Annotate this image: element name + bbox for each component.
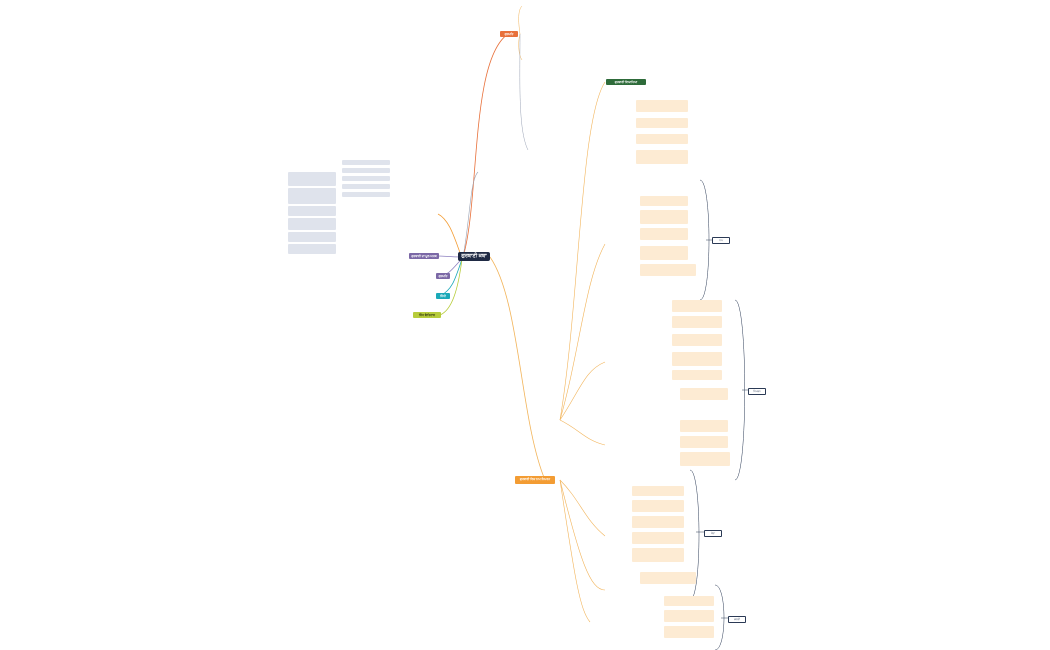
leaf-block (288, 188, 336, 204)
leaf-block (632, 486, 684, 496)
leaf-block (640, 210, 688, 224)
link-root-right (489, 256, 546, 481)
link-root-upper (462, 171, 479, 258)
leaf-block (640, 246, 688, 260)
leaf-block (672, 370, 722, 380)
leaf-block (640, 228, 688, 240)
leaf-block (342, 176, 390, 181)
leaf-block (342, 192, 390, 197)
leaf-block (672, 316, 722, 328)
leaf-block (640, 572, 696, 584)
leaf-block (288, 232, 336, 242)
summary-box-seva[interactable]: ਸੇਵਾ (704, 530, 722, 537)
leaf-block (664, 626, 714, 638)
summary-box-naam[interactable]: ਨਾਮ (712, 237, 730, 244)
branch-sikhi[interactable]: ਸਿੱਖੀ (436, 293, 450, 299)
leaf-block (288, 244, 336, 254)
summary-box-bhagti[interactable]: ਭਗਤੀ (728, 616, 746, 623)
leaf-block (632, 548, 684, 562)
leaf-block (288, 172, 336, 186)
leaf-block (632, 532, 684, 544)
leaf-block (664, 596, 714, 606)
leaf-block (640, 264, 696, 276)
branch-gurbani-arth[interactable]: ਗੁਰਬਾਣੀ ਦਾ ਮੂਲ ਅਰਥ (409, 253, 439, 259)
summary-box-simran[interactable]: ਸਿਮਰਨ (748, 388, 766, 395)
leaf-block (672, 334, 722, 346)
branch-vyakhia[interactable]: ਗੁਰਬਾਣੀ ਵਿਆਖਿਆ (606, 79, 646, 85)
leaf-block (636, 134, 688, 144)
leaf-block (680, 388, 728, 400)
leaf-block (636, 118, 688, 128)
leaf-block (342, 160, 390, 165)
leaf-block (680, 452, 730, 466)
leaf-block (672, 300, 722, 312)
link-root-lime (439, 258, 463, 316)
leaf-block (636, 100, 688, 112)
branch-naam-simran[interactable]: ਗੁਰਬਾਣੀ ਵਿਚ ਨਾਮ ਸਿਮਰਨ (515, 476, 555, 484)
root-node[interactable]: ਗੁਰਬਾਣੀ ਕਥਾ (458, 252, 490, 261)
leaf-block (664, 610, 714, 622)
leaf-block (680, 436, 728, 448)
leaf-block (640, 196, 688, 206)
leaf-block (680, 420, 728, 432)
branch-gurmat[interactable]: ਗੁਰਮਤਿ (500, 31, 518, 37)
leaf-block (288, 218, 336, 230)
leaf-block (672, 352, 722, 366)
branch-itihas[interactable]: ਸਿੱਖ ਇਤਿਹਾਸ (413, 312, 441, 318)
leaf-block (342, 168, 390, 173)
branch-sangeet[interactable]: ਗੁਰਮਤਿ ਸੰਗੀਤ (436, 273, 450, 279)
leaf-block (288, 206, 336, 216)
leaf-block (632, 516, 684, 528)
leaf-block (632, 500, 684, 512)
link-root-top (462, 33, 509, 258)
leaf-block (636, 150, 688, 164)
leaf-block (342, 184, 390, 189)
